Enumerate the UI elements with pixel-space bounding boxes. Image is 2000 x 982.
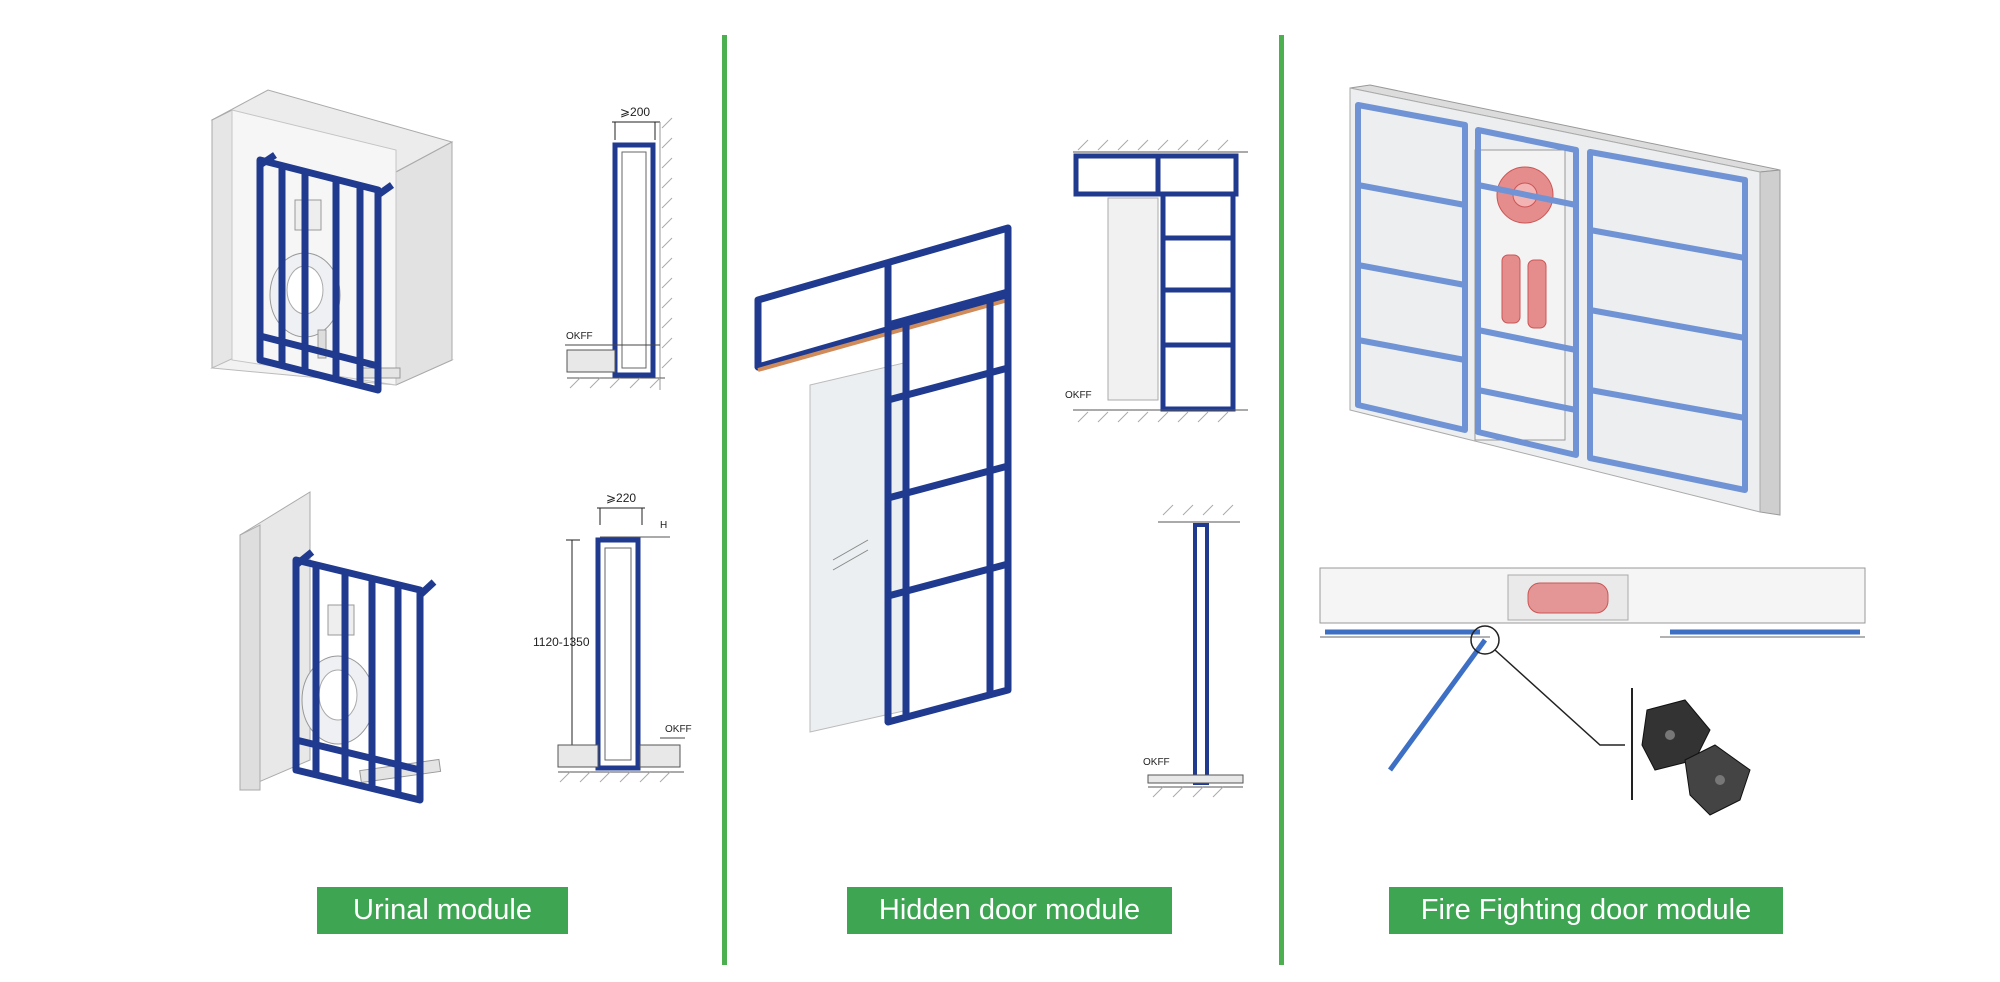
hidden-door-section: OKFF — [1143, 504, 1244, 798]
module-divider-right — [1279, 35, 1284, 965]
hidden-door-iso — [754, 224, 1012, 733]
urinal-bottom-floor-ref: OKFF — [665, 724, 692, 735]
urinal-module-panel: ⩾200 OKFF — [0, 0, 720, 870]
urinal-module-drawings: ⩾200 OKFF — [210, 89, 692, 804]
hidden-door-module-label: Hidden door module — [847, 887, 1172, 934]
hidden-door-module-panel: OKFF OKFF — [728, 0, 1276, 870]
fire-door-module-label: Fire Fighting door module — [1389, 887, 1783, 934]
urinal-section-top: ⩾200 OKFF — [565, 105, 673, 390]
hidden-door-module-drawings: OKFF OKFF — [754, 139, 1248, 798]
fire-door-plan — [1319, 567, 1866, 772]
urinal-top-width-label: ⩾200 — [620, 105, 650, 119]
urinal-iso-top — [210, 89, 454, 394]
hidden-door-elevation: OKFF — [1065, 139, 1248, 423]
urinal-top-floor-ref: OKFF — [566, 331, 593, 342]
hidden-door-elev-floor-ref: OKFF — [1065, 390, 1092, 401]
urinal-module-label: Urinal module — [317, 887, 568, 934]
urinal-height-ref: H — [660, 520, 667, 531]
urinal-height-range-label: 1120-1350 — [533, 635, 590, 649]
fire-door-hinge-detail — [1631, 688, 1751, 816]
urinal-section-bottom: ⩾220 H 1120-1350 OKFF — [533, 491, 692, 783]
fire-door-iso — [1349, 84, 1781, 516]
fire-door-module-panel — [1290, 0, 1990, 870]
urinal-iso-bottom — [239, 491, 442, 804]
module-divider-left — [722, 35, 727, 965]
urinal-bottom-width-label: ⩾220 — [606, 491, 636, 505]
hidden-door-section-floor-ref: OKFF — [1143, 757, 1170, 768]
fire-door-module-drawings — [1319, 84, 1866, 816]
